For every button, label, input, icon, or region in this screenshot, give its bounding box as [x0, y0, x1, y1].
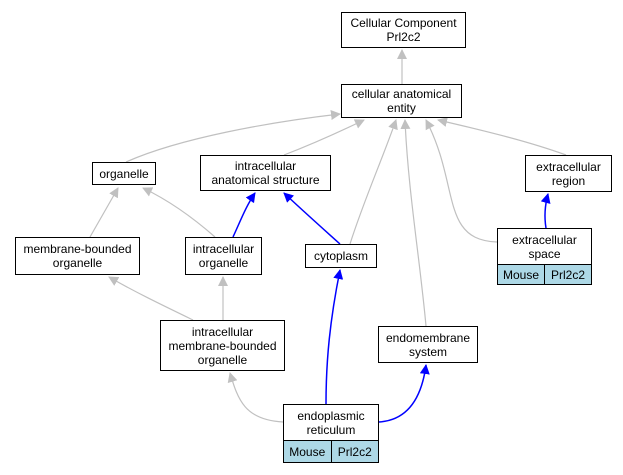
edge-extracellular-space-to-extracellular-region [540, 193, 551, 229]
tag-gene: Prl2c2 [544, 265, 591, 284]
node-membrane-bounded-organelle[interactable]: membrane-bounded organelle [15, 237, 140, 275]
node-intracellular-anatomical-structure[interactable]: intracellular anatomical structure [200, 155, 331, 191]
edge-intracellular-organelle-to-intracellular-anatomical-structure [232, 192, 256, 238]
tag-gene: Prl2c2 [330, 441, 379, 462]
edge-cytoplasm-to-cellular-anatomical-entity [349, 119, 398, 245]
edge-extracellular-region-to-cellular-anatomical-entity [437, 117, 567, 156]
edge-endoplasmic-reticulum-to-intracellular-membrane-bounded-organelle [227, 372, 284, 423]
tag-row-extracellular-space: Mouse Prl2c2 [497, 264, 592, 285]
tag-species: Mouse [502, 267, 540, 282]
edge-membrane-bounded-organelle-to-organelle [89, 187, 119, 238]
edge-intracellular-anatomical-structure-to-cellular-anatomical-entity [283, 119, 365, 156]
node-intracellular-membrane-bounded-organelle[interactable]: intracellular membrane-bounded organelle [160, 320, 285, 371]
node-endoplasmic-reticulum[interactable]: endoplasmic reticulum [283, 404, 379, 441]
edge-endomembrane-system-to-cellular-anatomical-entity [400, 119, 427, 327]
node-cytoplasm[interactable]: cytoplasm [305, 244, 377, 268]
tag-row-endoplasmic-reticulum: Mouse Prl2c2 [283, 440, 379, 463]
edge-intracellular-membrane-bounded-organelle-to-membrane-bounded-organelle [108, 276, 194, 321]
node-intracellular-organelle[interactable]: intracellular organelle [185, 237, 262, 275]
node-endomembrane-system[interactable]: endomembrane system [378, 326, 478, 363]
node-organelle[interactable]: organelle [92, 162, 156, 185]
tag-species: Mouse [289, 444, 326, 459]
node-cellular-anatomical-entity[interactable]: cellular anatomical entity [341, 84, 462, 118]
edge-endoplasmic-reticulum-to-cytoplasm [325, 269, 344, 405]
edge-extracellular-space-to-cellular-anatomical-entity [425, 119, 498, 243]
edge-endoplasmic-reticulum-to-endomembrane-system [378, 364, 430, 423]
edge-cytoplasm-to-intracellular-anatomical-structure [283, 192, 341, 245]
edge-organelle-to-cellular-anatomical-entity [125, 110, 341, 163]
edge-intracellular-organelle-to-organelle [142, 187, 216, 238]
node-extracellular-region[interactable]: extracellular region [525, 155, 612, 192]
node-cellular-component[interactable]: Cellular Component Prl2c2 [341, 12, 466, 48]
node-extracellular-space[interactable]: extracellular space [497, 228, 592, 265]
